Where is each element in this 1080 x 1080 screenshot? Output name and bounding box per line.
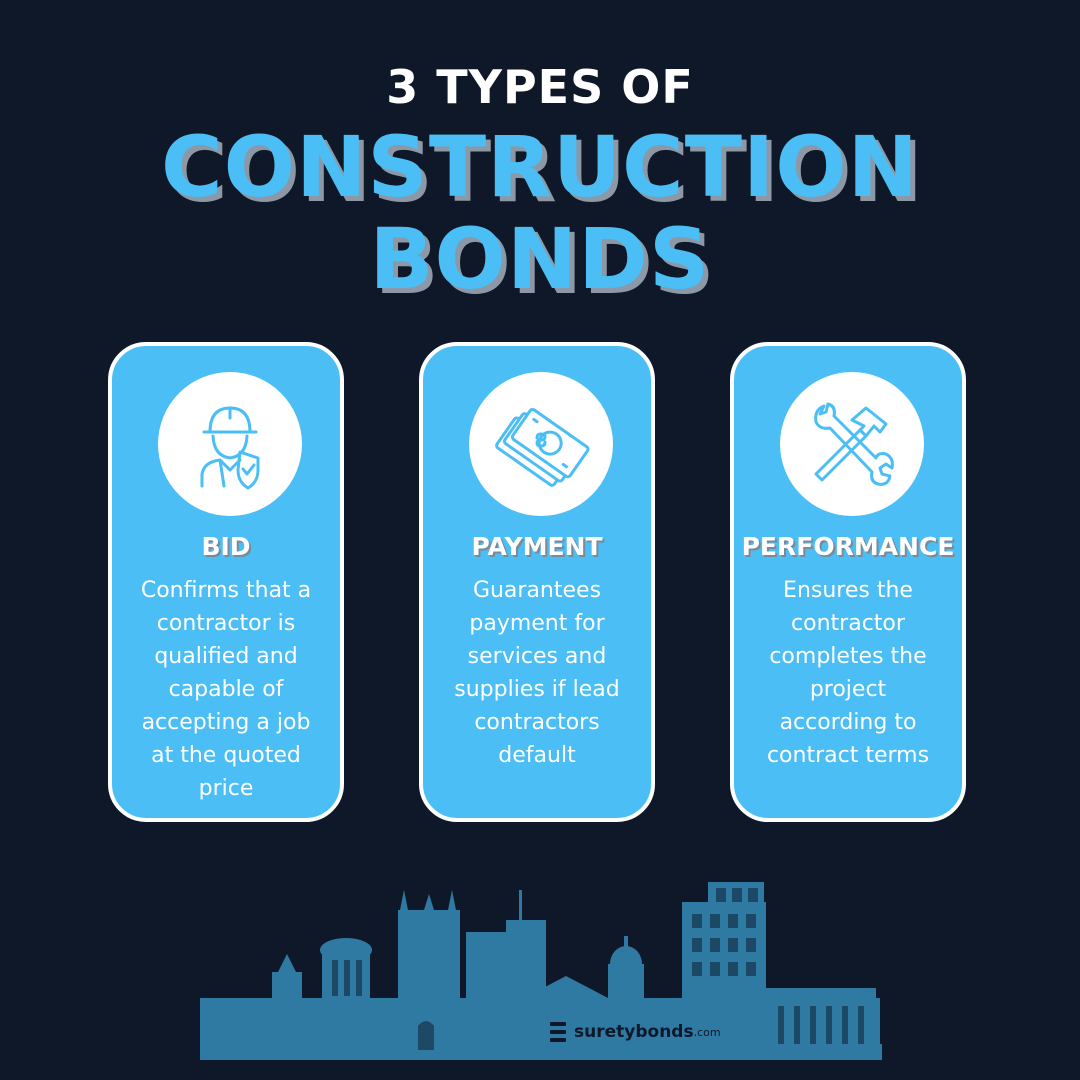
city-skyline-graphic <box>200 882 882 1060</box>
title-line-2: CONSTRUCTION <box>161 118 919 216</box>
brand-mark-icon <box>550 1022 566 1042</box>
brand-logo[interactable]: suretybonds.com <box>548 1021 721 1043</box>
card-title: PERFORMANCE <box>741 532 955 561</box>
worker-shield-icon <box>158 372 302 516</box>
card-description: Guarantees payment for services and supp… <box>454 578 620 768</box>
card-title: PAYMENT <box>471 532 603 561</box>
bond-card-bid: BID Confirms that a contractor is qualif… <box>108 342 344 822</box>
wrench-hammer-icon <box>780 372 924 516</box>
title-line-1: 3 TYPES OF <box>386 60 694 114</box>
brand-suffix: .com <box>693 1025 721 1039</box>
brand-name: suretybonds <box>574 1022 694 1042</box>
money-bills-icon <box>469 372 613 516</box>
bond-card-payment: PAYMENT Guarantees payment for services … <box>419 342 655 822</box>
card-description: Ensures the contractor completes the pro… <box>766 578 930 768</box>
title-line-3: BONDS <box>369 210 711 308</box>
bond-card-performance: PERFORMANCE Ensures the contractor compl… <box>730 342 966 822</box>
card-title: BID <box>201 532 251 561</box>
card-description: Confirms that a contractor is qualified … <box>140 578 312 801</box>
